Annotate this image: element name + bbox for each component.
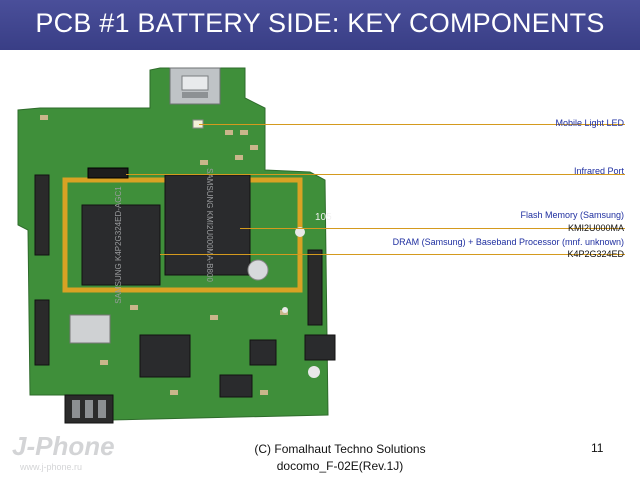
small-chip bbox=[139, 334, 191, 378]
svg-text:www.j-phone.ru: www.j-phone.ru bbox=[19, 462, 82, 472]
copyright-text: (C) Fomalhaut Techno Solutions bbox=[254, 442, 426, 456]
j-phone-watermark-logo: J-Phone www.j-phone.ru bbox=[12, 431, 115, 472]
small-chip bbox=[219, 374, 253, 398]
dram-chip: SAMSUNG K4P2G324ED-AGC1 bbox=[81, 186, 161, 304]
svg-text:J-Phone: J-Phone bbox=[12, 431, 115, 461]
infrared-port bbox=[87, 167, 129, 179]
small-chip bbox=[304, 334, 336, 361]
pcb-photo: SAMSUNG KMI2U000MA-B800 SAMSUNG K4P2G324… bbox=[17, 67, 336, 424]
flex-connector bbox=[69, 314, 111, 344]
board-number: 105 bbox=[315, 212, 332, 223]
footer: (C) Fomalhaut Techno Solutions docomo_F-… bbox=[200, 441, 480, 475]
callout-line-infrared bbox=[126, 174, 625, 175]
callout-part-dram: K4P2G324ED bbox=[567, 249, 624, 259]
callout-line-led bbox=[199, 124, 625, 125]
callout-part-flash: KMI2U000MA bbox=[567, 223, 624, 233]
document-id: docomo_F-02E(Rev.1J) bbox=[276, 459, 404, 473]
side-connector bbox=[307, 249, 323, 326]
fx-sticker bbox=[247, 259, 269, 281]
svg-text:SAMSUNG KMI2U000MA-B800: SAMSUNG KMI2U000MA-B800 bbox=[205, 168, 214, 282]
title-bar: PCB #1 BATTERY SIDE: KEY COMPONENTS bbox=[0, 0, 640, 50]
side-connector bbox=[34, 174, 50, 256]
flash-chip: SAMSUNG KMI2U000MA-B800 bbox=[164, 168, 251, 282]
slide-title: PCB #1 BATTERY SIDE: KEY COMPONENTS bbox=[35, 8, 605, 38]
flex-connector bbox=[34, 299, 50, 366]
callout-label-dram: DRAM (Samsung) + Baseband Processor (mnf… bbox=[392, 237, 624, 247]
callout-label-led: Mobile Light LED bbox=[555, 118, 624, 128]
small-chip bbox=[249, 339, 277, 366]
callout-line-flash bbox=[240, 228, 625, 229]
usb-connector bbox=[169, 67, 221, 105]
callout-label-flash: Flash Memory (Samsung) bbox=[520, 210, 624, 220]
callout-line-dram bbox=[160, 254, 625, 255]
page-number: 11 bbox=[591, 441, 604, 455]
svg-text:SAMSUNG K4P2G324ED-AGC1: SAMSUNG K4P2G324ED-AGC1 bbox=[114, 186, 123, 304]
callout-label-infrared: Infrared Port bbox=[573, 166, 624, 176]
